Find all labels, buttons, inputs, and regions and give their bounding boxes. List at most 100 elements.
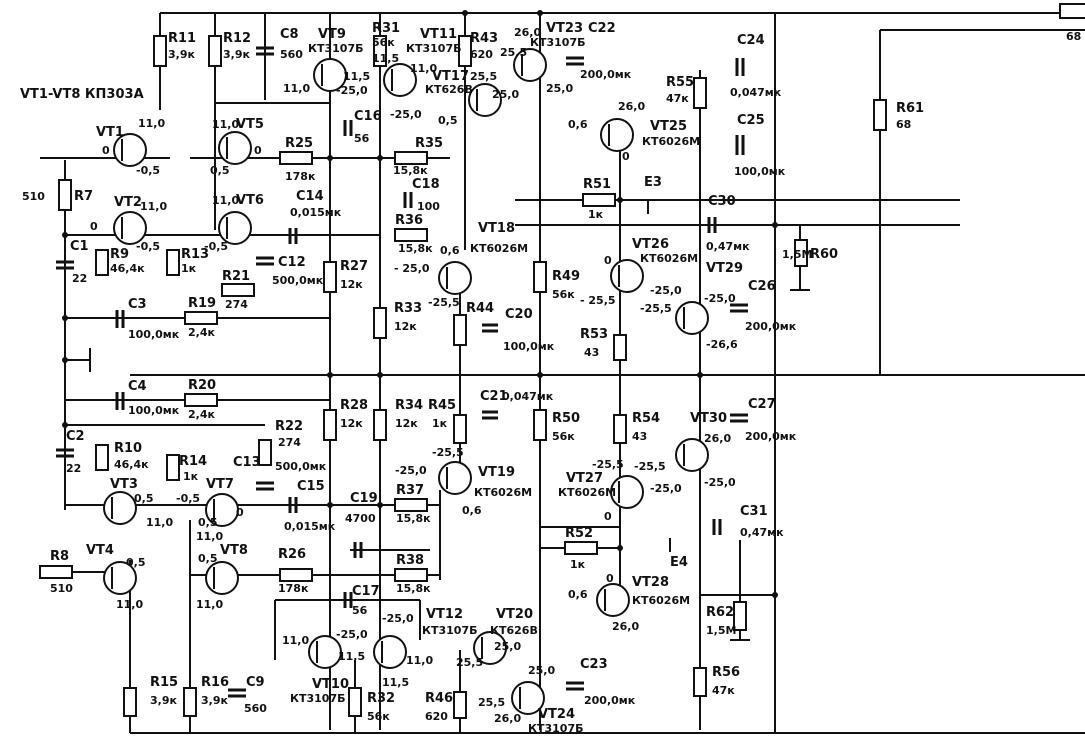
C12-label: C12: [278, 255, 306, 270]
R28-label: R28: [340, 398, 368, 413]
R52-value: 1к: [570, 558, 586, 571]
capacitor-C3: [115, 310, 125, 328]
C31-value: 0,47мк: [740, 526, 784, 539]
VT1-label: VT1: [96, 125, 124, 140]
transistor-VT23: [513, 48, 547, 82]
VT17-label: VT17: [432, 69, 469, 84]
resistor-R51: [582, 193, 616, 207]
voltage: 11,0: [196, 598, 223, 611]
voltage: 26,0: [514, 26, 541, 39]
capacitor-C4: [115, 392, 125, 410]
resistor-R26: [279, 568, 313, 582]
R43-label: R43: [470, 31, 498, 46]
resistor-R13: [166, 249, 180, 276]
VT23-label: VT23: [546, 21, 583, 36]
voltage: -0,5: [204, 240, 228, 253]
transistor-VT27: [610, 475, 644, 509]
capacitor-C27: [730, 413, 748, 423]
R26-label: R26: [278, 547, 306, 562]
transistor-VT6: [218, 211, 252, 245]
R14-label: R14: [179, 454, 207, 469]
C12-value: 500,0мк: [272, 274, 324, 287]
R-top-right-value: 68: [1066, 30, 1081, 43]
capacitor-C8: [256, 46, 274, 56]
voltage: -25,5: [592, 458, 624, 471]
R11-label: R11: [168, 31, 196, 46]
capacitor-C1: [56, 260, 74, 270]
voltage: -0,5: [136, 240, 160, 253]
VT24-label: VT24: [538, 707, 575, 722]
transistor-VT7: [205, 493, 239, 527]
VT27-label: VT27: [566, 471, 603, 486]
resistor-R15: [123, 687, 137, 717]
voltage: -0,5: [176, 492, 200, 505]
R10-value: 46,4к: [114, 458, 149, 471]
voltage: 11,0: [212, 194, 239, 207]
resistor-R21: [221, 283, 255, 297]
VT9-type: КТ3107Б: [308, 42, 364, 55]
R44-label: R44: [466, 301, 494, 316]
R36-value: 15,8к: [398, 242, 433, 255]
R46-label: R46: [425, 691, 453, 706]
VT11-type: КТ3107Б: [406, 42, 462, 55]
voltage: 11,0: [116, 598, 143, 611]
C19-label: C19: [350, 491, 378, 506]
resistor-R34: [373, 409, 387, 441]
R8-label: R8: [50, 549, 69, 564]
voltage: -26,6: [706, 338, 738, 351]
voltage: -25,0: [704, 292, 736, 305]
VT20-label: VT20: [496, 607, 533, 622]
R34-label: R34: [395, 398, 423, 413]
voltage: 26,0: [612, 620, 639, 633]
transistor-VT24: [511, 681, 545, 715]
R55-label: R55: [666, 75, 694, 90]
C13-value: 500,0мк: [275, 460, 327, 473]
voltage: -25,5: [428, 296, 460, 309]
resistor-R33: [373, 307, 387, 339]
voltage: -25,0: [336, 628, 368, 641]
C2-value: 22: [66, 462, 81, 475]
C15-value: 0,015мк: [284, 520, 336, 533]
C8-value: 560: [280, 48, 303, 61]
R60-label: R60: [810, 247, 838, 262]
C13-label: C13: [233, 455, 261, 470]
R28-value: 12к: [340, 417, 363, 430]
C2-label: C2: [66, 429, 85, 444]
transistor-VT5: [218, 131, 252, 165]
C14-label: C14: [296, 189, 324, 204]
voltage: 0,6: [568, 118, 588, 131]
voltage: 0: [236, 506, 244, 519]
resistors: [39, 3, 1085, 719]
resistor-R32: [348, 687, 362, 717]
R19-label: R19: [188, 296, 216, 311]
resistor-R46: [453, 691, 467, 719]
voltage: 11,0: [406, 654, 433, 667]
VT28-label: VT28: [632, 575, 669, 590]
voltage: 0,5: [126, 556, 146, 569]
capacitor-C2: [56, 448, 74, 458]
resistor-R8: [39, 565, 73, 579]
voltage: 0,5: [198, 516, 218, 529]
R31-value: 56к: [372, 36, 395, 49]
capacitor-C9: [228, 688, 246, 698]
voltage: - 25,5: [580, 294, 616, 307]
capacitor-C31: [712, 519, 722, 535]
VT3-label: VT3: [110, 477, 138, 492]
voltage: 11,5: [372, 52, 399, 65]
resistor-R10: [95, 444, 109, 471]
resistor-R11: [153, 35, 167, 67]
resistor-R56: [693, 667, 707, 697]
transistor-VT9: [313, 58, 347, 92]
R36-label: R36: [395, 213, 423, 228]
VT9-label: VT9: [318, 27, 346, 42]
R45-label: R45: [428, 398, 456, 413]
labels: VT1-VT8 КП303А R11 3,9к R12 3,9к R31 56к…: [20, 21, 1081, 735]
R16-label: R16: [201, 675, 229, 690]
resistor-R22: [258, 439, 272, 466]
voltage: 11,0: [212, 118, 239, 131]
VT25-label: VT25: [650, 119, 687, 134]
transistor-type-note: VT1-VT8 КП303А: [20, 87, 144, 102]
C17-value: 56: [352, 604, 368, 617]
voltage: 11,0: [282, 634, 309, 647]
capacitor-C14: [288, 228, 298, 244]
